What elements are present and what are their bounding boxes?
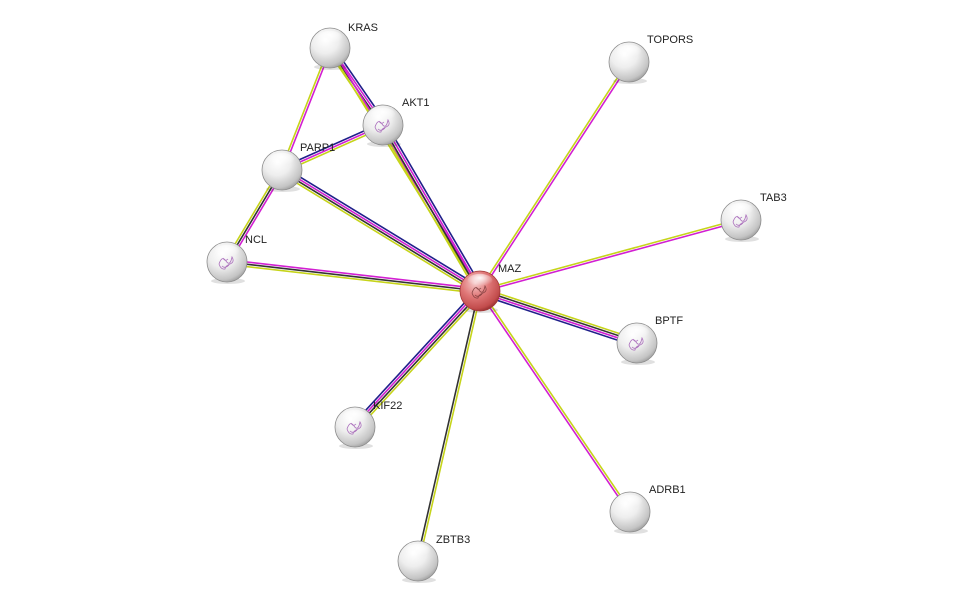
edge-parp1-maz[interactable] — [279, 166, 483, 295]
edge-line-experiments — [226, 258, 482, 290]
edge-line-experiments — [478, 291, 638, 345]
node-highlight — [405, 543, 431, 558]
edge-line-coexpression — [416, 289, 480, 562]
edge-ncl-maz[interactable] — [225, 258, 482, 295]
node-bptf[interactable]: BPTF — [616, 315, 683, 365]
node-label: TAB3 — [760, 192, 787, 204]
edge-line-textmining — [478, 60, 629, 292]
protein-structure-icon — [218, 255, 234, 270]
protein-structure-icon — [346, 420, 362, 435]
node-label: TOPORS — [647, 34, 693, 46]
protein-structure-icon — [471, 284, 487, 299]
edge-line-experiments — [479, 220, 743, 293]
edge-kif22-maz[interactable] — [351, 287, 484, 431]
edge-line-experiments — [282, 47, 332, 172]
edge-line-experiments — [353, 289, 480, 428]
node-adrb1[interactable]: ADRB1 — [609, 484, 686, 534]
node-highlight — [269, 152, 295, 167]
node-label: KRAS — [348, 22, 378, 34]
protein-structure-icon — [628, 336, 644, 351]
node-highlight — [214, 244, 240, 259]
node-highlight — [317, 30, 343, 45]
edge-adrb1-maz[interactable] — [478, 289, 632, 514]
node-akt1[interactable]: AKT1 — [362, 97, 430, 147]
node-highlight — [616, 44, 642, 59]
edge-line-textmining — [478, 218, 742, 291]
edge-topors-maz[interactable] — [478, 60, 631, 293]
edge-line-experiments — [330, 46, 482, 292]
edge-line-database — [282, 166, 483, 289]
edge-line-textmining — [225, 263, 481, 295]
edge-line-experiments — [478, 290, 630, 514]
edge-line-coexpression — [381, 124, 480, 293]
node-label: ADRB1 — [649, 484, 686, 496]
node-tab3[interactable]: TAB3 — [720, 192, 787, 242]
node-highlight — [342, 409, 368, 424]
node-ncl[interactable]: NCL — [206, 234, 267, 284]
node-label: PARP1 — [300, 142, 335, 154]
node-label: AKT1 — [402, 97, 430, 109]
protein-structure-icon — [732, 213, 748, 228]
node-label: NCL — [245, 234, 267, 246]
edge-bptf-maz[interactable] — [478, 286, 639, 348]
edge-line-textmining — [480, 286, 639, 341]
edge-line-database — [351, 287, 479, 426]
node-topors[interactable]: TOPORS — [608, 34, 693, 84]
node-highlight — [624, 325, 650, 340]
edge-line-coexpression — [479, 289, 639, 343]
edge-line-textmining — [356, 292, 484, 431]
edge-kras-parp1[interactable] — [280, 46, 332, 172]
node-highlight — [728, 202, 754, 217]
edge-kras-maz[interactable] — [328, 46, 482, 293]
node-zbtb3[interactable]: ZBTB3 — [397, 534, 470, 583]
edge-line-textmining — [279, 172, 480, 295]
edge-line-textmining — [480, 289, 632, 513]
node-label: ZBTB3 — [436, 534, 470, 546]
node-parp1[interactable]: PARP1 — [261, 142, 335, 192]
edge-line-textmining — [418, 290, 482, 563]
node-highlight — [467, 273, 493, 288]
node-label: KIF22 — [373, 400, 402, 412]
edge-tab3-maz[interactable] — [478, 218, 743, 293]
node-highlight — [617, 494, 643, 509]
edge-line-textmining — [328, 47, 480, 293]
edge-line-experiments — [281, 168, 482, 291]
edge-line-database — [385, 122, 484, 291]
edge-line-coexpression — [280, 170, 481, 293]
edge-line-coexpression — [226, 261, 481, 292]
node-label: BPTF — [655, 315, 683, 327]
edge-line-textmining — [280, 46, 330, 171]
node-maz[interactable]: MAZ — [459, 263, 522, 313]
edge-line-experiments — [383, 123, 482, 292]
edge-zbtb3-maz[interactable] — [416, 289, 482, 563]
edge-akt1-maz[interactable] — [379, 122, 484, 294]
edge-line-database — [478, 293, 637, 348]
node-kras[interactable]: KRAS — [309, 22, 378, 70]
edge-line-coexpression — [355, 290, 482, 429]
edge-line-textmining — [379, 125, 478, 294]
node-highlight — [370, 107, 396, 122]
node-label: MAZ — [498, 263, 522, 275]
edge-line-experiments — [480, 61, 631, 293]
protein-structure-icon — [374, 118, 390, 133]
node-kif22[interactable]: KIF22 — [334, 400, 402, 449]
